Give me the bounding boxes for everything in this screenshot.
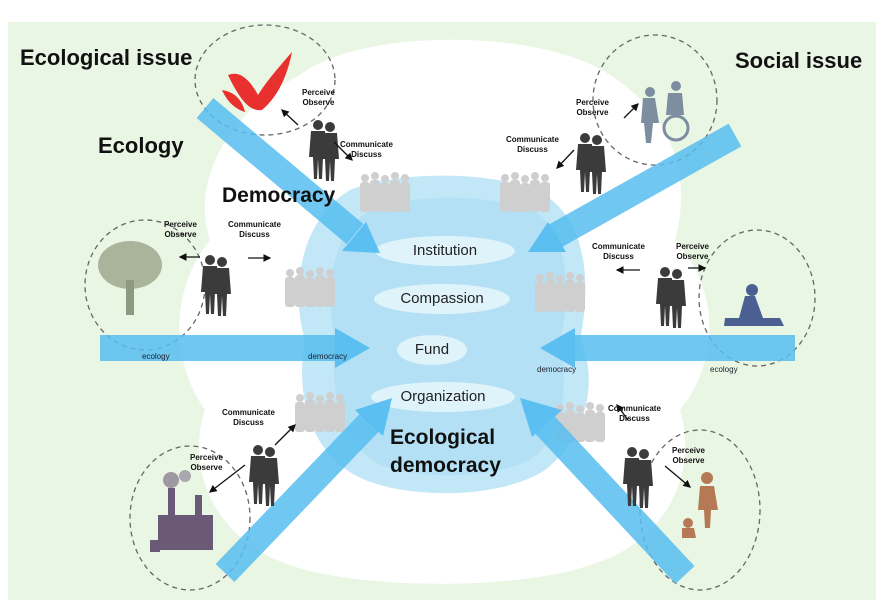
- heading-ecology: Ecology: [98, 133, 184, 158]
- tier-organization: Organization: [400, 388, 486, 405]
- arrow-label-right-ecology: ecology: [710, 365, 738, 374]
- heading-ecological-democracy-line2: democracy: [390, 454, 501, 477]
- issue-circle-top-left: [194, 24, 336, 136]
- arrow-label-left-democracy: democracy: [308, 352, 348, 361]
- issue-circle-bottom-left: [129, 445, 251, 591]
- small-arrows: [178, 103, 707, 493]
- child-icon: [682, 472, 718, 538]
- arrow-heads: [335, 222, 575, 437]
- heading-social-issue: Social issue: [735, 48, 863, 73]
- heading-ecological-democracy-line1: Ecological: [390, 426, 496, 449]
- tier-fund: Fund: [414, 341, 450, 358]
- arrow-shafts: [100, 98, 795, 584]
- tier-ellipse-compassion: [374, 284, 510, 314]
- injured-person-icon: [724, 284, 784, 326]
- arrow-label-left-ecology: ecology: [142, 352, 170, 361]
- tier-ellipse-fund: [397, 335, 467, 365]
- tier-ellipse-organization: [371, 382, 515, 412]
- factory-icon: [150, 470, 213, 552]
- heading-democracy: Democracy: [222, 184, 336, 207]
- tier-institution: Institution: [412, 242, 478, 259]
- tier-ellipse-institution: [375, 236, 515, 266]
- heading-ecological-issue: Ecological issue: [20, 45, 193, 70]
- issue-circle-mid-right: [698, 229, 816, 367]
- bird-icon: [222, 52, 292, 112]
- elderly-wheelchair-icon: [641, 81, 690, 143]
- arrow-label-right-democracy: democracy: [537, 365, 577, 374]
- tree-icon: [98, 241, 162, 315]
- tier-compassion: Compassion: [400, 290, 484, 307]
